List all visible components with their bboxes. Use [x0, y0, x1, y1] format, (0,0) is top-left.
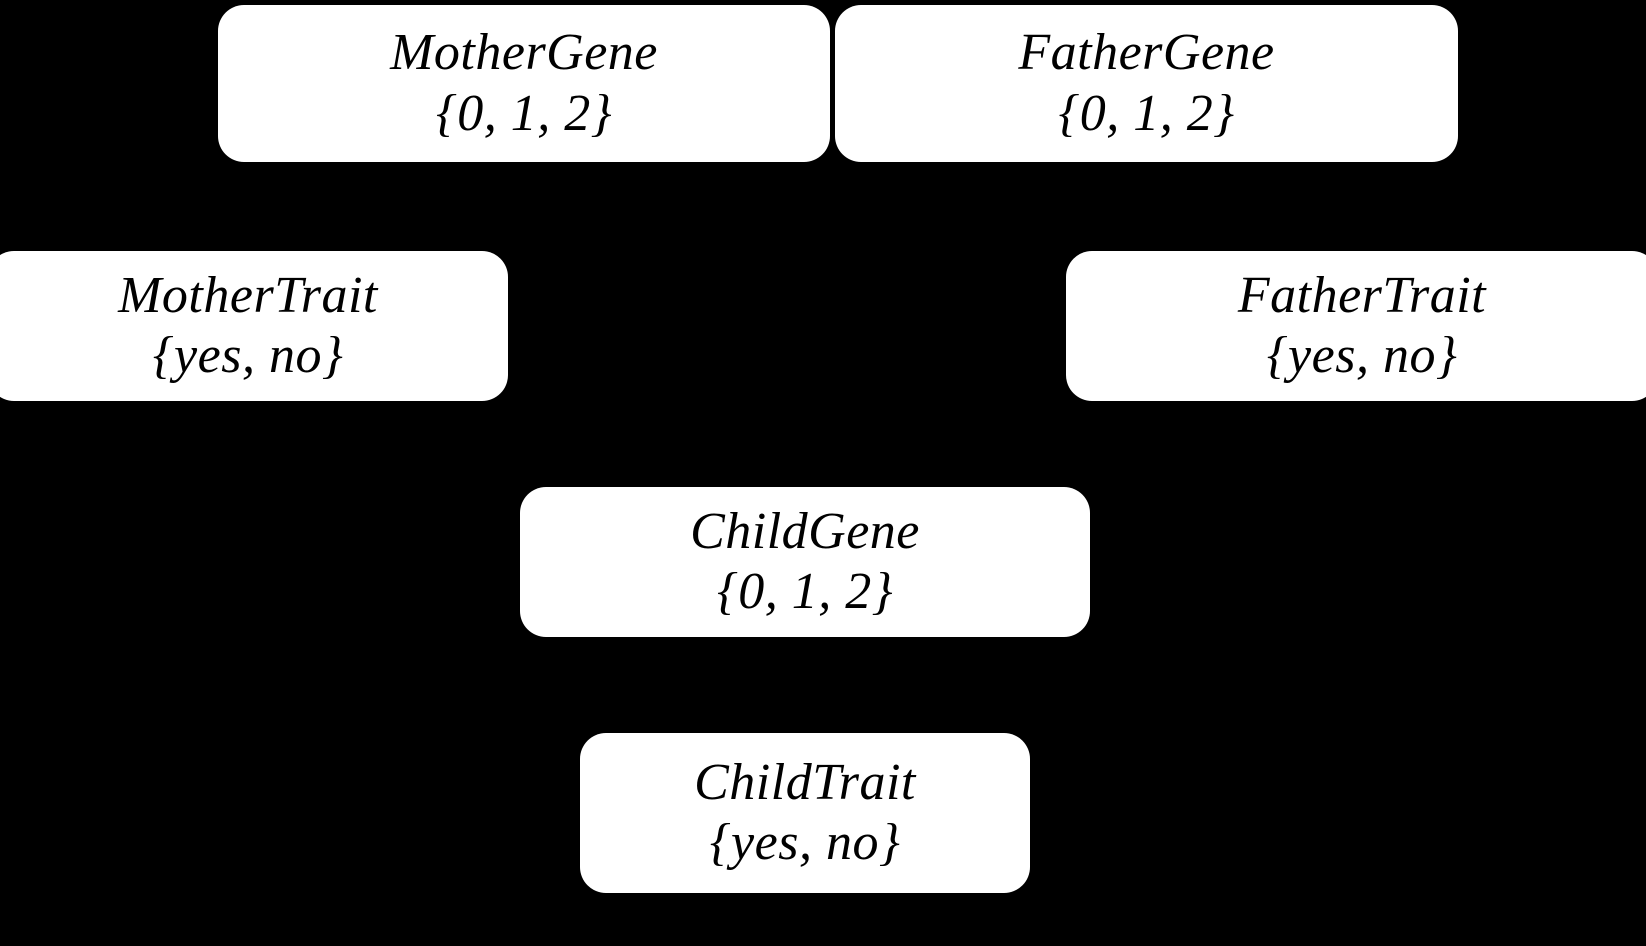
node-father-trait[interactable]: FatherTrait {yes, no} [1066, 251, 1646, 401]
node-child-trait[interactable]: ChildTrait {yes, no} [580, 733, 1030, 893]
node-mother-trait-domain: {yes, no} [152, 327, 344, 384]
node-father-gene-domain: {0, 1, 2} [1058, 84, 1235, 142]
node-child-trait-label: ChildTrait [694, 753, 916, 811]
node-mother-trait-label: MotherTrait [118, 266, 378, 324]
node-mother-gene-domain: {0, 1, 2} [435, 84, 613, 142]
node-mother-gene-label: MotherGene [390, 24, 658, 82]
node-father-trait-label: FatherTrait [1237, 266, 1487, 324]
node-father-trait-domain: {yes, no} [1266, 327, 1458, 384]
node-child-gene-domain: {0, 1, 2} [716, 563, 894, 620]
node-child-gene-label: ChildGene [690, 502, 920, 560]
node-father-gene-label: FatherGene [1018, 24, 1275, 82]
node-mother-gene[interactable]: MotherGene {0, 1, 2} [218, 5, 830, 162]
node-child-gene[interactable]: ChildGene {0, 1, 2} [520, 487, 1090, 637]
node-mother-trait[interactable]: MotherTrait {yes, no} [0, 251, 508, 401]
node-father-gene[interactable]: FatherGene {0, 1, 2} [835, 5, 1458, 162]
node-child-trait-domain: {yes, no} [709, 814, 901, 871]
